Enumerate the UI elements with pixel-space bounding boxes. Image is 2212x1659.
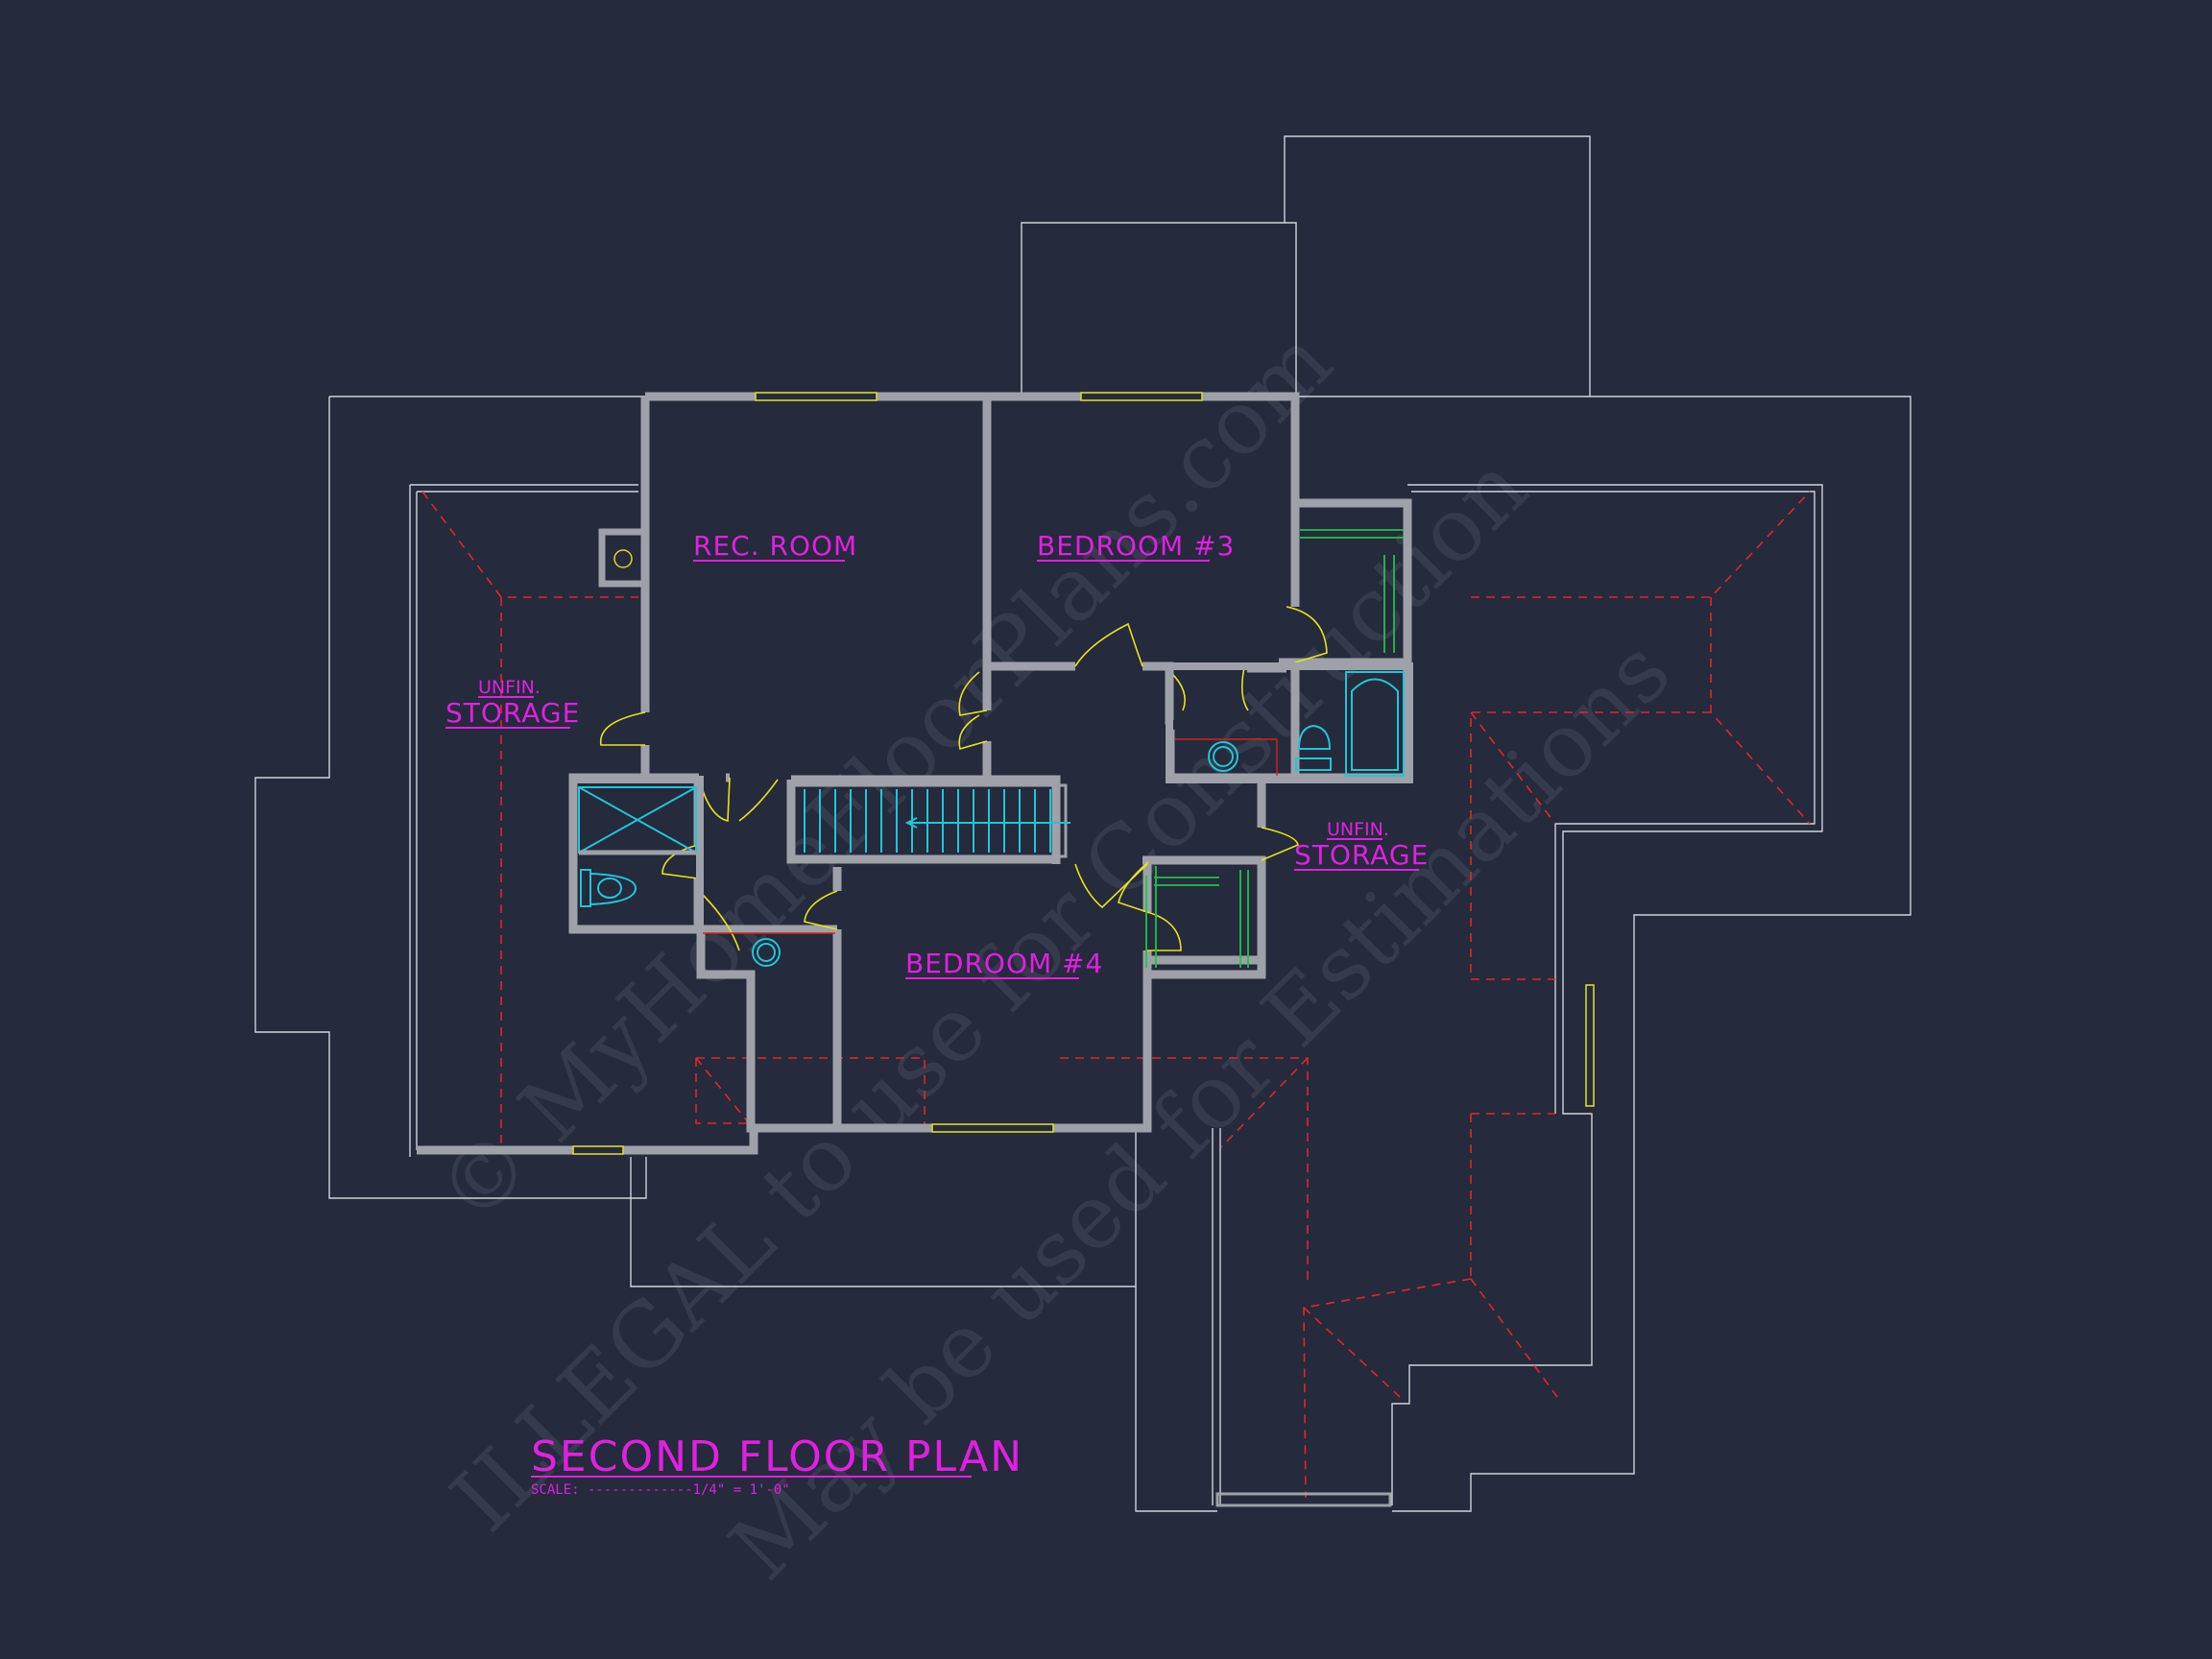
label-storage-left: STORAGE [445,697,580,729]
stairs [789,783,1070,858]
room-labels: REC. ROOM BEDROOM #3 BEDROOM #4 UNFIN. S… [445,530,1429,979]
roof-hip-lines [421,491,1811,1499]
window-right [1585,984,1595,1107]
plan-title: SECOND FLOOR PLAN [531,1432,1023,1481]
sink-icon [752,938,781,967]
flue-icon [613,549,633,568]
toilet-icon [1297,724,1332,750]
label-storage-left-top: UNFIN. [478,677,541,698]
bathtub-icon [1345,671,1405,777]
label-bedroom-4: BEDROOM #4 [905,948,1103,979]
label-rec-room: REC. ROOM [693,530,857,562]
closets [1145,529,1404,968]
label-bedroom-3: BEDROOM #3 [1037,530,1235,562]
window-bedroom-4 [931,1123,1054,1133]
sink-icon [1208,741,1238,772]
label-storage-right: STORAGE [1294,839,1429,871]
chimney [598,528,649,588]
windows [572,392,1595,1507]
roof-outline [254,135,1911,1512]
vent-strip [1215,1492,1392,1507]
window-bedroom-3 [1080,392,1203,401]
plan-scale: SCALE: -------------1/4" = 1'-0" [531,1482,790,1498]
toilet-icon [589,872,637,906]
window-rec-room [755,392,878,401]
title-block: SECOND FLOOR PLAN SCALE: -------------1/… [531,1432,1023,1498]
bath-left [569,776,835,967]
doors [599,606,1328,951]
window-storage-left [572,1145,624,1155]
bath-right [1166,662,1413,783]
label-storage-right-top: UNFIN. [1327,819,1389,840]
